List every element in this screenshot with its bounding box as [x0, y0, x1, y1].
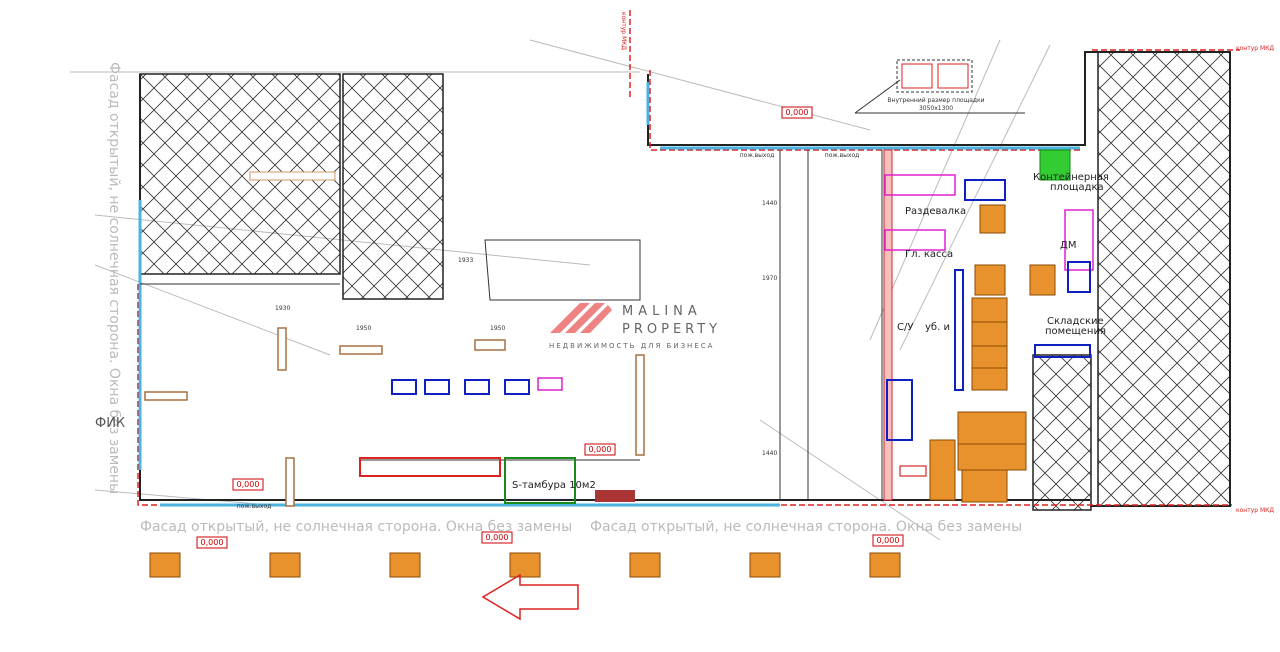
fik-label: ФИК	[95, 416, 125, 431]
svg-text:пож.выход: пож.выход	[740, 152, 775, 159]
room-labels: Раздевалка Гл. касса С/У уб. и Складские…	[512, 172, 1109, 491]
svg-text:0,000: 0,000	[486, 533, 509, 542]
stairwell	[1032, 354, 1092, 511]
facade-note: Фасад открытый, не солнечная сторона. Ок…	[140, 519, 572, 535]
svg-text:Контейнерная: Контейнерная	[1033, 172, 1109, 183]
svg-text:0,000: 0,000	[589, 445, 612, 454]
hatched-area-right	[1097, 51, 1231, 507]
svg-text:1933: 1933	[458, 257, 473, 264]
platform-size: 3050x1300	[919, 105, 953, 112]
entrance-arrow-icon	[481, 573, 579, 621]
svg-text:1440: 1440	[762, 450, 777, 457]
svg-text:НЕДВИЖИМОСТЬ ДЛЯ БИЗНЕСА: НЕДВИЖИМОСТЬ ДЛЯ БИЗНЕСА	[549, 342, 714, 350]
svg-text:Раздевалка: Раздевалка	[905, 206, 966, 217]
svg-text:Гл. касса: Гл. касса	[905, 249, 953, 260]
brand-watermark: MALINA PROPERTY НЕДВИЖИМОСТЬ ДЛЯ БИЗНЕСА	[549, 303, 721, 350]
svg-text:контур МКД: контур МКД	[620, 12, 627, 50]
svg-text:1970: 1970	[762, 275, 777, 282]
svg-text:уб. и: уб. и	[925, 322, 950, 333]
svg-text:площадка: площадка	[1050, 182, 1104, 193]
equipment	[359, 377, 635, 504]
service-zone	[883, 149, 1094, 501]
platform-inset: Внутренний размер площадки 3050x1300	[854, 59, 1025, 114]
columns	[144, 327, 645, 507]
svg-text:1950: 1950	[490, 325, 505, 332]
svg-text:1440: 1440	[762, 200, 777, 207]
svg-text:С/У: С/У	[897, 322, 913, 333]
brand-logo-icon	[550, 303, 612, 333]
mkd-contour-labels: контур МКД контур МКД контур МКД	[620, 12, 1274, 514]
svg-text:MALINA: MALINA	[622, 304, 702, 319]
fire-exits: пож.выход пож.выход пож.выход	[237, 152, 860, 510]
column	[249, 171, 336, 181]
svg-text:пож.выход: пож.выход	[825, 152, 860, 159]
svg-text:пож.выход: пож.выход	[237, 503, 272, 510]
svg-text:контур МКД: контур МКД	[1236, 507, 1274, 514]
facade-note: Фасад открытый, не солнечная сторона. Ок…	[590, 519, 1022, 535]
svg-text:Складские: Складские	[1047, 316, 1104, 327]
level-marks: 0,000 0,000 0,000 0,000 0,000 0,000	[196, 106, 927, 549]
dimensions: 1440 1970 1933 1950 1440 1950 1930	[275, 200, 777, 457]
svg-text:0,000: 0,000	[786, 108, 809, 117]
svg-text:0,000: 0,000	[237, 480, 260, 489]
svg-text:помещения: помещения	[1045, 326, 1106, 337]
svg-text:0,000: 0,000	[877, 536, 900, 545]
facade-note-vertical: Фасад открытый, не солнечная сторона. Ок…	[106, 62, 122, 494]
svg-text:ДМ: ДМ	[1060, 240, 1076, 251]
svg-text:1930: 1930	[275, 305, 290, 312]
pallets	[149, 204, 1056, 578]
hatched-stair-area	[342, 73, 444, 300]
svg-text:PROPERTY: PROPERTY	[622, 322, 721, 337]
svg-text:S-тамбура 10м2: S-тамбура 10м2	[512, 480, 596, 491]
svg-text:0,000: 0,000	[201, 538, 224, 547]
windows	[138, 82, 1080, 507]
svg-text:контур МКД: контур МКД	[1236, 45, 1274, 52]
platform-note: Внутренний размер площадки	[887, 97, 984, 104]
interior-walls	[140, 150, 883, 500]
mkd-contour	[137, 49, 1240, 506]
svg-text:1950: 1950	[356, 325, 371, 332]
